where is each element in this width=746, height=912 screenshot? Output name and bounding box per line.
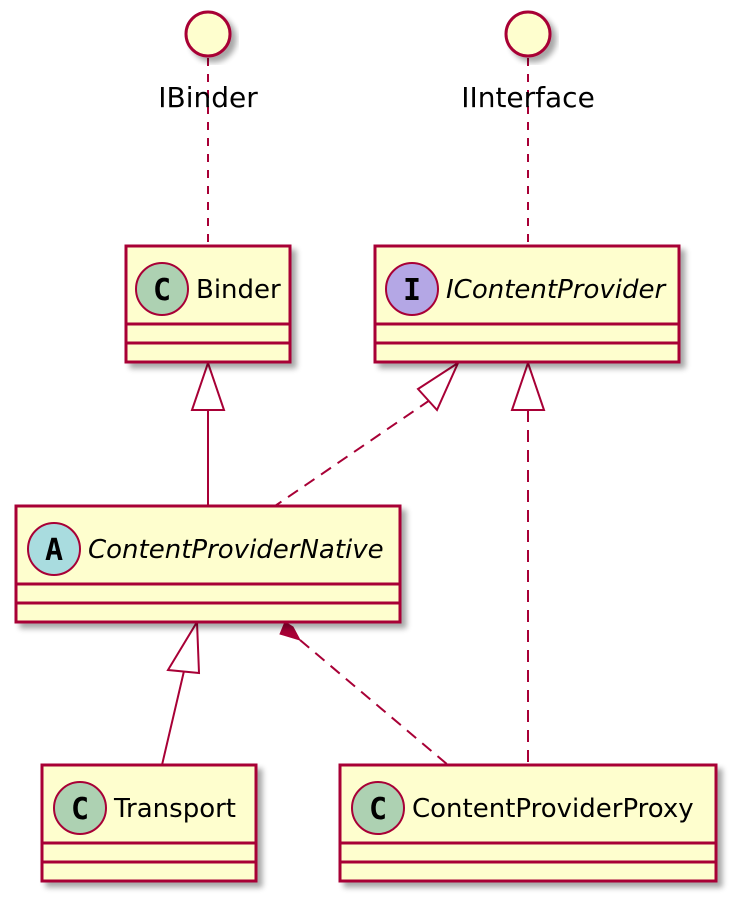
inheritance-arrow-binder xyxy=(190,359,226,411)
class-stereotype-icon xyxy=(53,781,107,835)
edge-native-composes-proxy xyxy=(299,639,449,766)
icontentprovider-name: IContentProvider xyxy=(446,275,667,305)
contentprovidernative-stereotype-letter: A xyxy=(45,533,63,568)
realization-arrow-proxy xyxy=(510,359,546,411)
edges xyxy=(161,58,546,766)
binder-stereotype-letter: C xyxy=(153,273,171,308)
interface-iinterface: IInterface xyxy=(461,10,595,114)
class-stereotype-icon xyxy=(135,262,189,316)
contentproviderproxy-name: ContentProviderProxy xyxy=(412,794,694,824)
abstract-stereotype-icon xyxy=(27,522,81,576)
inheritance-arrow-native xyxy=(166,618,201,675)
transport-stereotype-letter: C xyxy=(71,792,89,827)
edge-native-implements-icontentprovider xyxy=(274,399,431,507)
composition-diamond xyxy=(279,621,302,641)
edge-transport-extends-native xyxy=(161,670,185,766)
iinterface-label: IInterface xyxy=(461,81,595,114)
iinterface-lollipop-icon xyxy=(504,10,552,58)
ibinder-label: IBinder xyxy=(158,81,258,114)
class-contentprovidernative: A ContentProviderNative xyxy=(14,504,402,624)
contentproviderproxy-stereotype-letter: C xyxy=(369,792,387,827)
realization-arrow-native xyxy=(416,360,461,412)
class-transport: C Transport xyxy=(40,763,258,883)
class-icontentprovider: I IContentProvider xyxy=(373,244,681,364)
class-stereotype-icon xyxy=(351,781,405,835)
binder-name: Binder xyxy=(196,275,281,305)
icontentprovider-stereotype-letter: I xyxy=(403,273,421,308)
interface-stereotype-icon xyxy=(385,262,439,316)
class-contentproviderproxy: C ContentProviderProxy xyxy=(338,763,718,883)
transport-name: Transport xyxy=(113,794,236,824)
interface-ibinder: IBinder xyxy=(158,10,258,114)
contentprovidernative-name: ContentProviderNative xyxy=(88,535,384,565)
ibinder-lollipop-icon xyxy=(184,10,232,58)
class-binder: C Binder xyxy=(124,244,292,364)
